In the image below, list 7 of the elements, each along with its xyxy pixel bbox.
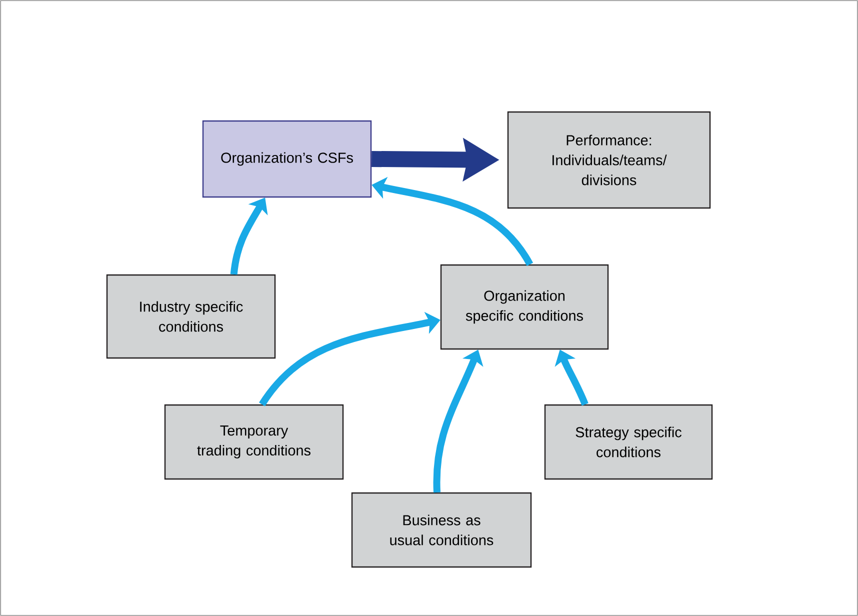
text-box: Organization’s CSFs: [202, 120, 372, 198]
text-box: Strategy specific conditions: [544, 404, 713, 480]
text-box: Industry specific conditions: [106, 274, 276, 359]
text-box: Business as usual conditions: [351, 492, 532, 568]
text-box: Performance: Individuals/teams/ divisions: [507, 111, 711, 209]
text-box: Organization specific conditions: [440, 264, 609, 350]
text-box: Temporary trading conditions: [164, 404, 344, 480]
